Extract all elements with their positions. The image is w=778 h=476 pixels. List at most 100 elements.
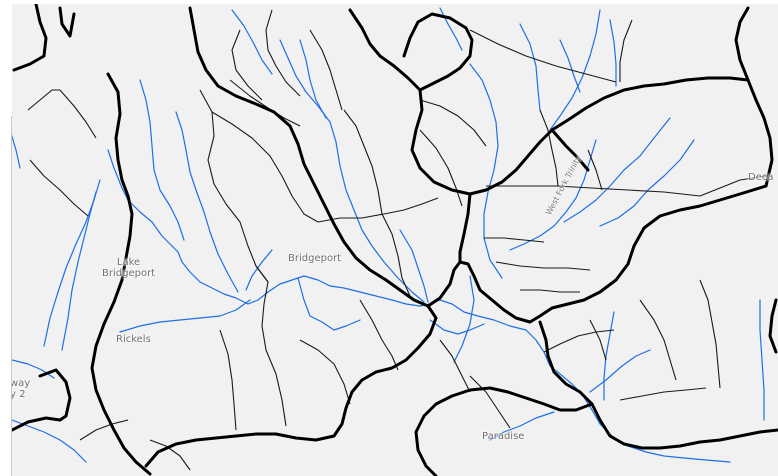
subbasin-line (199, 89, 269, 283)
subbasin-line (486, 175, 767, 197)
subbasin-line (520, 289, 580, 293)
subbasin-line (231, 29, 263, 101)
basin-boundary (402, 12, 474, 92)
subbasin-line (149, 439, 191, 471)
basin-boundary (58, 6, 76, 38)
river-tributary (43, 179, 101, 347)
subbasin-line (484, 237, 545, 243)
river-tributary (559, 39, 581, 93)
basin-boundary (38, 368, 72, 422)
river-tributary (297, 277, 361, 331)
subbasin-line (309, 29, 343, 111)
basin-boundary (12, 416, 62, 432)
subbasin-line (419, 129, 463, 207)
subbasin-line (59, 89, 97, 139)
river-tributary (469, 63, 503, 279)
river-tributary (489, 411, 555, 441)
subbasin-line (265, 9, 301, 97)
place-label-rickels: Rickels (116, 334, 151, 345)
river-tributary (549, 9, 601, 131)
river-main (127, 199, 731, 463)
river-tributary (439, 7, 463, 51)
subbasin-line (619, 19, 633, 82)
place-label-paradise: Paradise (482, 431, 525, 442)
river-tributary (279, 39, 331, 123)
subbasin-line (619, 387, 707, 401)
river-tributary (519, 23, 541, 111)
river-tributary (599, 139, 695, 227)
river-tributary (603, 311, 615, 401)
place-label-line: y 2 (12, 389, 26, 400)
subbasin-line (29, 159, 89, 217)
river-tributary (139, 79, 185, 241)
subbasin-line (79, 419, 129, 441)
river-tributary (329, 121, 425, 303)
subbasin-line (589, 319, 607, 361)
basin-boundary (90, 72, 152, 476)
subbasin-boundaries (27, 9, 767, 471)
river-tributary (231, 9, 273, 75)
panel-divider (11, 116, 12, 476)
river-tributary (245, 249, 273, 291)
subbasin-line (469, 29, 617, 83)
subbasin-line (495, 261, 591, 271)
subbasin-line (419, 99, 487, 147)
subbasin-line (639, 299, 677, 381)
river-tributary (429, 319, 485, 335)
river-tributary (299, 39, 327, 119)
basin-boundary (144, 304, 438, 468)
basin-boundary (746, 78, 774, 188)
subbasin-line (699, 279, 721, 389)
river-tributary (399, 229, 429, 303)
river-tributary (759, 299, 765, 421)
basin-boundary (12, 4, 48, 72)
subbasin-line (343, 109, 383, 215)
subbasin-line (211, 111, 319, 223)
subbasin-line (381, 213, 411, 297)
basin-boundary (768, 298, 778, 354)
subbasin-line (229, 79, 301, 127)
basin-boundary (550, 128, 590, 172)
river-tributary (12, 359, 55, 379)
place-label-line: Lake (116, 257, 141, 268)
subbasin-line (299, 339, 351, 405)
subbasin-line (469, 375, 511, 429)
watershed-map (12, 4, 778, 476)
basin-boundary (426, 184, 768, 324)
place-label-left-edge: way y 2 (12, 378, 30, 400)
left-panel-edge (0, 0, 12, 476)
map-canvas[interactable]: Lake Bridgeport Bridgeport Rickels Parad… (12, 4, 778, 476)
top-gutter (0, 0, 778, 4)
river-tributary (61, 191, 97, 351)
river-tributary (107, 149, 129, 201)
river-tributary (453, 275, 475, 363)
subbasin-line (439, 339, 471, 393)
major-basin-boundaries (12, 4, 778, 476)
place-label-lake-bridgeport: Lake Bridgeport (102, 257, 155, 279)
subbasin-line (587, 149, 603, 191)
basin-boundary (458, 192, 472, 264)
river-tributary (119, 299, 251, 333)
river-tributary (589, 349, 651, 393)
place-label-bridgeport: Bridgeport (288, 253, 342, 264)
basin-boundary (414, 386, 594, 476)
subbasin-line (539, 109, 559, 187)
place-label-line: Bridgeport (102, 268, 156, 279)
subbasin-line (255, 265, 287, 427)
subbasin-line (27, 89, 60, 111)
place-label-decatur: Deca (748, 172, 774, 183)
basin-boundary (348, 8, 750, 196)
subbasin-line (317, 197, 439, 223)
subbasin-line (543, 329, 615, 353)
river-network (12, 7, 765, 463)
place-label-line: way (12, 378, 31, 389)
river-tributary (12, 134, 21, 169)
basin-boundary (188, 6, 430, 308)
basin-boundary (734, 6, 750, 82)
river-tributary (609, 19, 617, 87)
subbasin-line (219, 329, 237, 431)
basin-boundary (538, 320, 778, 450)
river-tributary (12, 419, 87, 463)
subbasin-line (359, 299, 399, 371)
